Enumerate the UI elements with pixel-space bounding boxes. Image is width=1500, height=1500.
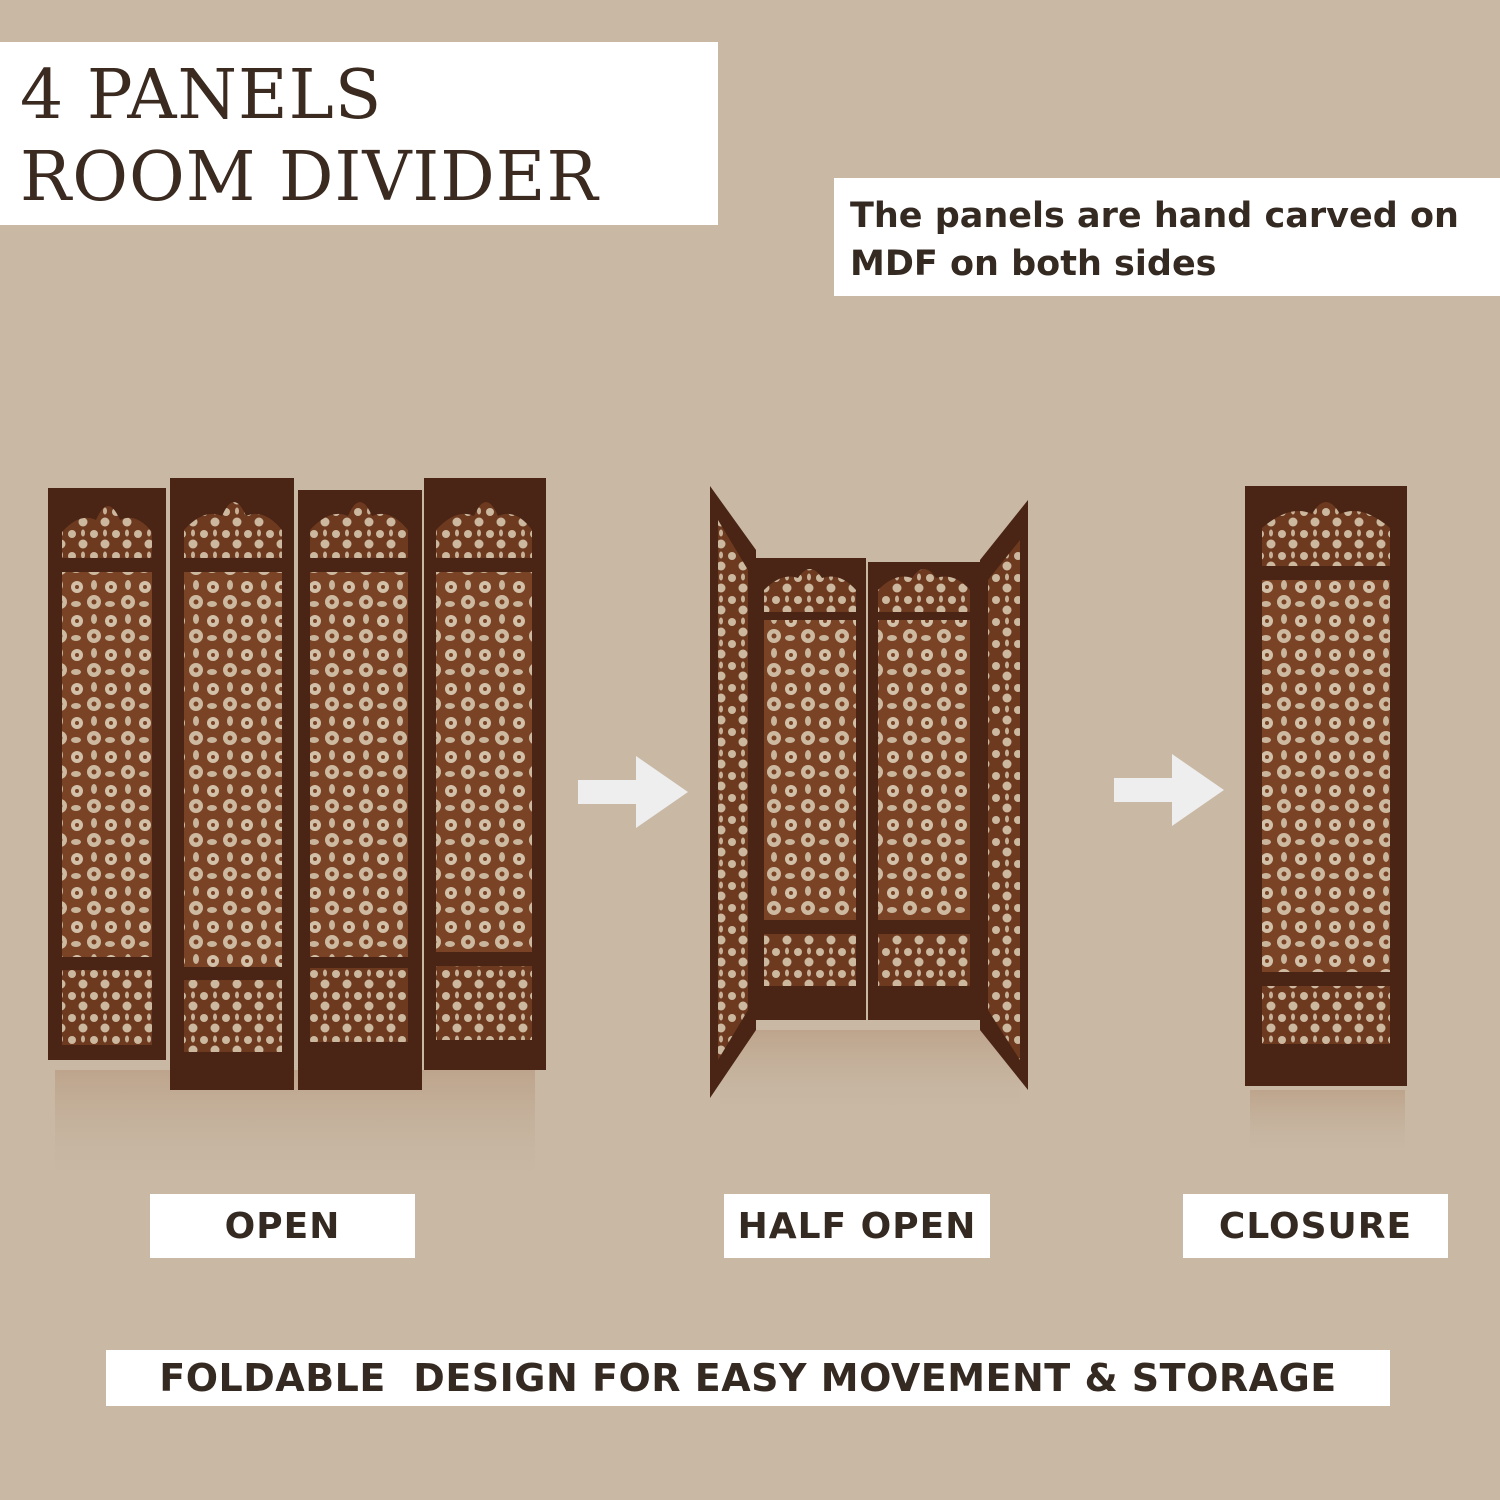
open-divider <box>48 478 546 1190</box>
closed-divider <box>1245 486 1407 1160</box>
label-closure-text: CLOSURE <box>1218 1205 1413 1247</box>
title-line-1: 4 PANELS <box>20 56 383 135</box>
half-open-divider <box>710 486 1028 1120</box>
arrow-right-icon <box>1114 754 1224 826</box>
description-banner: The panels are hand carved on MDF on bot… <box>834 178 1500 296</box>
arrow-right-icon <box>578 756 688 828</box>
title-line-2: ROOM DIVIDER <box>20 138 599 217</box>
footer-banner: FOLDABLE DESIGN FOR EASY MOVEMENT & STOR… <box>106 1350 1390 1406</box>
label-open: OPEN <box>150 1194 415 1258</box>
label-half-open-text: HALF OPEN <box>737 1205 977 1247</box>
label-half-open: HALF OPEN <box>724 1194 990 1258</box>
description-text: The panels are hand carved on MDF on bot… <box>850 196 1459 284</box>
label-open-text: OPEN <box>224 1205 341 1247</box>
footer-text: FOLDABLE DESIGN FOR EASY MOVEMENT & STOR… <box>159 1356 1337 1400</box>
label-closure: CLOSURE <box>1183 1194 1448 1258</box>
title-banner: 4 PANELS ROOM DIVIDER <box>0 42 718 225</box>
